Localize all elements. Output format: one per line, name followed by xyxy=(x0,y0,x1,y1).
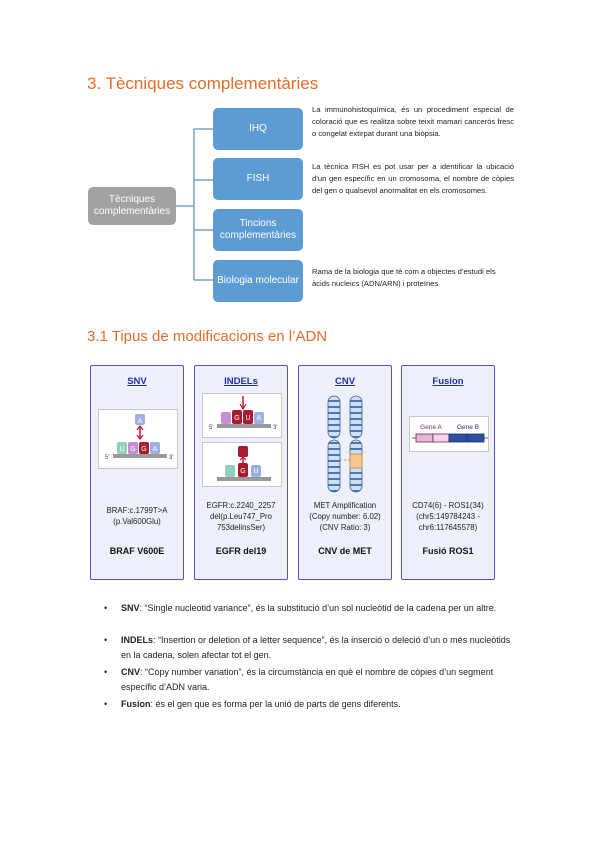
svg-text:G: G xyxy=(234,415,239,422)
snv-base: U xyxy=(119,446,124,453)
bullet-dot: • xyxy=(104,667,108,677)
snv-panel: SNV A U G G A 5' 3' BRAF:c.1799T>A(p.Val… xyxy=(90,365,184,580)
panel-title: CNV xyxy=(334,376,356,387)
fusion-panel: Fusion Gene A Gene B CD74(6) - ROS1(34)(… xyxy=(401,365,495,580)
biologia-description: Rama de la biologia que té com a objecte… xyxy=(312,267,496,288)
cnv-panel: CNV MET Amplification(Copy number: 6.02)… xyxy=(298,365,392,580)
gene-a-label: Gene A xyxy=(420,424,442,431)
panel-title: SNV xyxy=(127,376,147,387)
bullet-dot: • xyxy=(104,699,108,709)
snv-illustration: A U G G A 5' 3' xyxy=(98,409,178,469)
snv-name: BRAF V600E xyxy=(109,546,165,556)
gene-b-label: Gene B xyxy=(457,424,479,431)
diagram-node-fish: FISH xyxy=(213,158,303,200)
svg-text:A: A xyxy=(257,415,262,422)
diagram-connectors xyxy=(176,128,213,281)
fish-description: La tècnica FISH es pot usar per a identi… xyxy=(312,162,514,195)
diagram-root-node: Tècniques complementàries xyxy=(88,187,176,225)
svg-text:G: G xyxy=(240,468,245,475)
indels-panel: INDELs G U A 5' 3' G U xyxy=(194,365,288,580)
fusion-illustration: Gene A Gene B xyxy=(409,416,489,452)
diagram-node-ihq: IHQ xyxy=(213,108,303,150)
strand-3-label: 3' xyxy=(169,455,173,461)
snv-base: G xyxy=(130,446,135,453)
bullet-dot: • xyxy=(104,603,108,613)
chromosome-illustration xyxy=(322,394,370,499)
panel-title: Fusion xyxy=(432,376,464,387)
cnv-code: MET Amplification(Copy number: 6.02)(CNV… xyxy=(309,501,381,532)
cnv-name: CNV de MET xyxy=(318,546,372,556)
svg-text:U: U xyxy=(253,468,258,475)
snv-code: BRAF:c.1799T>A(p.Val600Glu) xyxy=(106,506,168,526)
section-3-heading: 3. Tècniques complementàries xyxy=(87,74,319,93)
indels-deletion-illustration: G U xyxy=(202,442,282,487)
svg-text:5': 5' xyxy=(209,425,213,431)
snv-base: A xyxy=(153,446,158,453)
diagram-node-biologia-molecular: Biologia molecular xyxy=(213,260,303,302)
fusion-name: Fusió ROS1 xyxy=(422,546,474,556)
strand-5-label: 5' xyxy=(105,455,109,461)
section-3-1-heading: 3.1 Tipus de modificacions en l’ADN xyxy=(87,328,328,345)
ihq-description: La immunohistoquímica, és un procediment… xyxy=(312,105,514,138)
fusion-code: CD74(6) - ROS1(34)(chr5:149784243 -chr6:… xyxy=(412,501,484,532)
indels-insertion-illustration: G U A 5' 3' xyxy=(202,393,282,438)
panel-title: INDELs xyxy=(224,376,258,387)
svg-text:U: U xyxy=(245,415,250,422)
bullet-dot: • xyxy=(104,635,108,645)
svg-text:3': 3' xyxy=(273,425,277,431)
diagram-node-tincions: Tincions complementàries xyxy=(213,209,303,251)
snv-insert-base: A xyxy=(138,418,143,425)
snv-base: G xyxy=(141,446,146,453)
indels-name: EGFR del19 xyxy=(215,546,267,556)
